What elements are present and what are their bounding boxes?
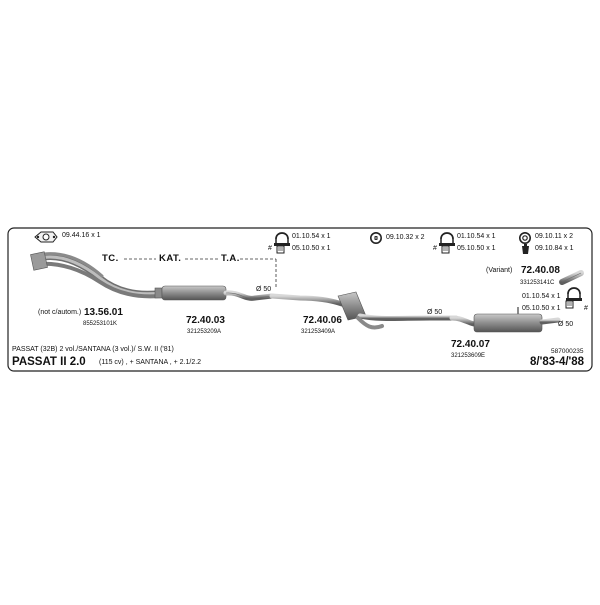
ring-c-code: 09.10.11 x 2	[535, 233, 574, 240]
diameter-2: Ø 50	[427, 309, 443, 316]
clamp-b1-code: 01.10.54 x 1	[457, 233, 496, 240]
clamp-icon	[274, 232, 290, 246]
clamp-band-icon	[565, 300, 574, 309]
diagram-number: 587000235	[551, 348, 584, 355]
variant-tailpipe	[559, 270, 584, 285]
part-13-56-01: 13.56.01	[84, 307, 123, 318]
vehicle-title: PASSAT II 2.0	[12, 356, 86, 368]
gasket-icon	[34, 231, 58, 243]
clamp-icon	[439, 232, 455, 246]
model-line: PASSAT (32B) 2 vol./SANTANA (3 vol.)/ S.…	[12, 346, 174, 353]
diagram-frame	[7, 227, 593, 372]
diameter-3: Ø 50	[558, 321, 574, 328]
label-kat: KAT.	[159, 253, 182, 264]
oe-331253141c: 331253141C	[520, 280, 555, 286]
gasket-code: 09.44.16 x 1	[62, 232, 101, 239]
rubber-ring-icon	[370, 232, 382, 244]
hash-d: #	[584, 305, 588, 312]
variant-note: (Variant)	[486, 267, 513, 274]
part-72-40-03: 72.40.03	[186, 315, 225, 326]
years: 8/'83-4/'88	[530, 356, 585, 368]
clamp-band-icon	[276, 245, 285, 254]
part-72-40-08: 72.40.08	[521, 265, 560, 276]
label-ta: T.A.	[221, 253, 240, 264]
rear-muffler	[449, 307, 561, 333]
hash-b: #	[433, 245, 437, 252]
oe-321253209a: 321253209A	[187, 329, 222, 335]
ring-b-code: 09.10.32 x 2	[386, 234, 425, 241]
front-pipe-note: (not c/autom.)	[38, 309, 82, 316]
label-tc: TC.	[102, 253, 119, 264]
part-72-40-07: 72.40.07	[451, 339, 490, 350]
hanger-icon	[522, 244, 529, 254]
clamp-b2-code: 05.10.50 x 1	[457, 245, 496, 252]
hash-a: #	[268, 245, 272, 252]
front-pipe	[30, 251, 163, 299]
clamp-band-icon	[441, 245, 450, 254]
clamp-a1-code: 01.10.54 x 1	[292, 233, 331, 240]
rubber-c-code: 09.10.84 x 1	[535, 245, 574, 252]
diameter-1: Ø 50	[256, 286, 272, 293]
engine-line: (115 cv) , + SANTANA , + 2.1/2.2	[99, 359, 202, 366]
oe-855253101k: 855253101K	[83, 321, 118, 327]
oe-321253409a: 321253409A	[301, 329, 336, 335]
clamp-d2-code: 05.10.50 x 1	[522, 305, 561, 312]
middle-muffler	[269, 291, 459, 330]
rubber-ring-icon	[519, 232, 531, 244]
clamp-a2-code: 05.10.50 x 1	[292, 245, 331, 252]
part-72-40-06: 72.40.06	[303, 315, 342, 326]
clamp-icon	[566, 287, 582, 301]
front-muffler	[161, 285, 275, 301]
oe-321253609e: 321253609E	[451, 353, 486, 359]
clamp-d1-code: 01.10.54 x 1	[522, 293, 561, 300]
